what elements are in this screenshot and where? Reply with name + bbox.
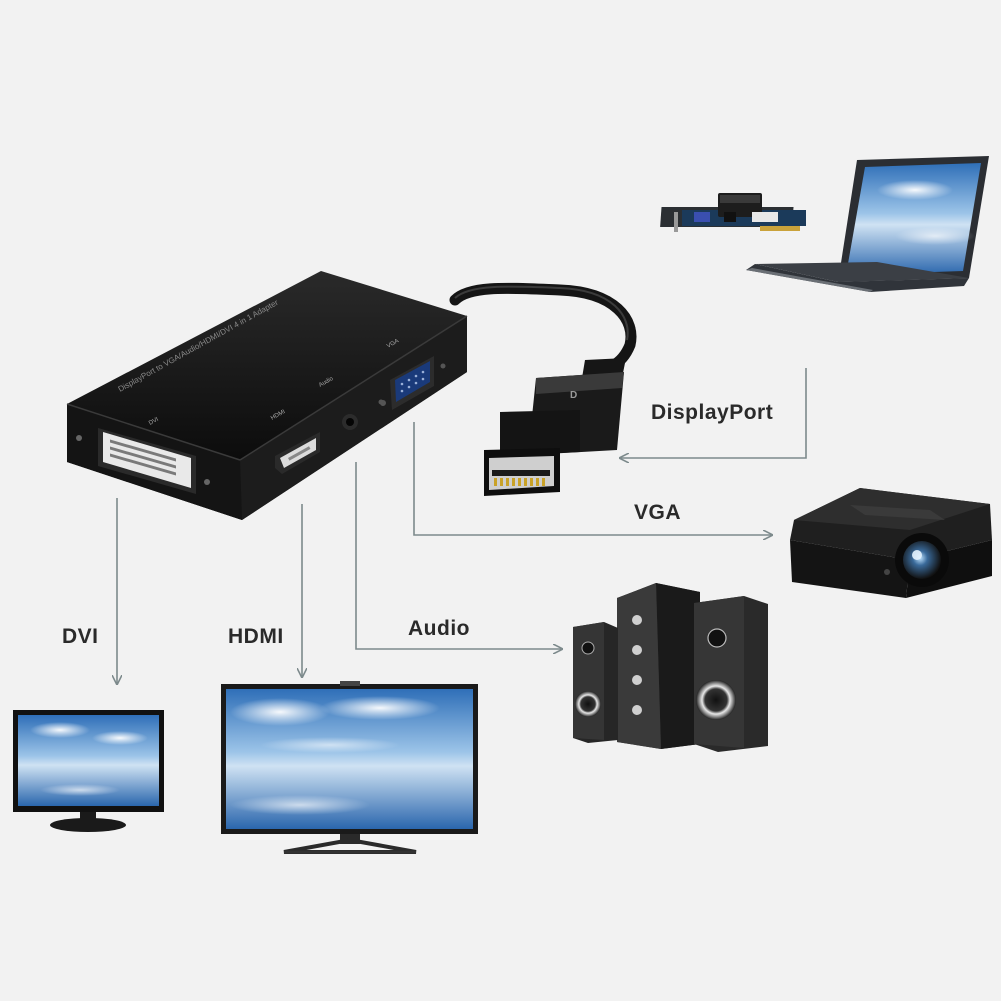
hdmi-label: HDMI (228, 625, 284, 648)
projector-icon (790, 488, 992, 598)
vga-port-icon (378, 356, 446, 410)
audio-arrow (355, 462, 562, 649)
svg-text:D: D (570, 390, 577, 401)
displayport-plug-icon: D (484, 358, 626, 496)
adapter-body: DisplayPort to VGA/Audio/HDMI/DVI 4 in 1… (66, 271, 468, 520)
monitor-icon (13, 710, 164, 832)
displayport-arrow (620, 368, 807, 458)
hdmi-port-icon (275, 432, 320, 474)
adapter-dvi-label: DVI (148, 416, 160, 426)
dvi-label: DVI (62, 625, 99, 648)
adapter-cable (449, 282, 637, 372)
laptop-icon (746, 156, 989, 292)
displayport-label: DisplayPort (651, 401, 774, 424)
tv-icon (221, 681, 478, 854)
connection-arrows (117, 368, 807, 684)
vga-label: VGA (634, 501, 682, 524)
dvi-port-icon (76, 428, 210, 494)
vga-arrow (413, 422, 772, 535)
audio-label: Audio (408, 617, 470, 640)
adapter-vga-label: VGA (386, 338, 400, 349)
speakers-icon (573, 583, 768, 752)
graphics-card-icon (660, 193, 806, 232)
